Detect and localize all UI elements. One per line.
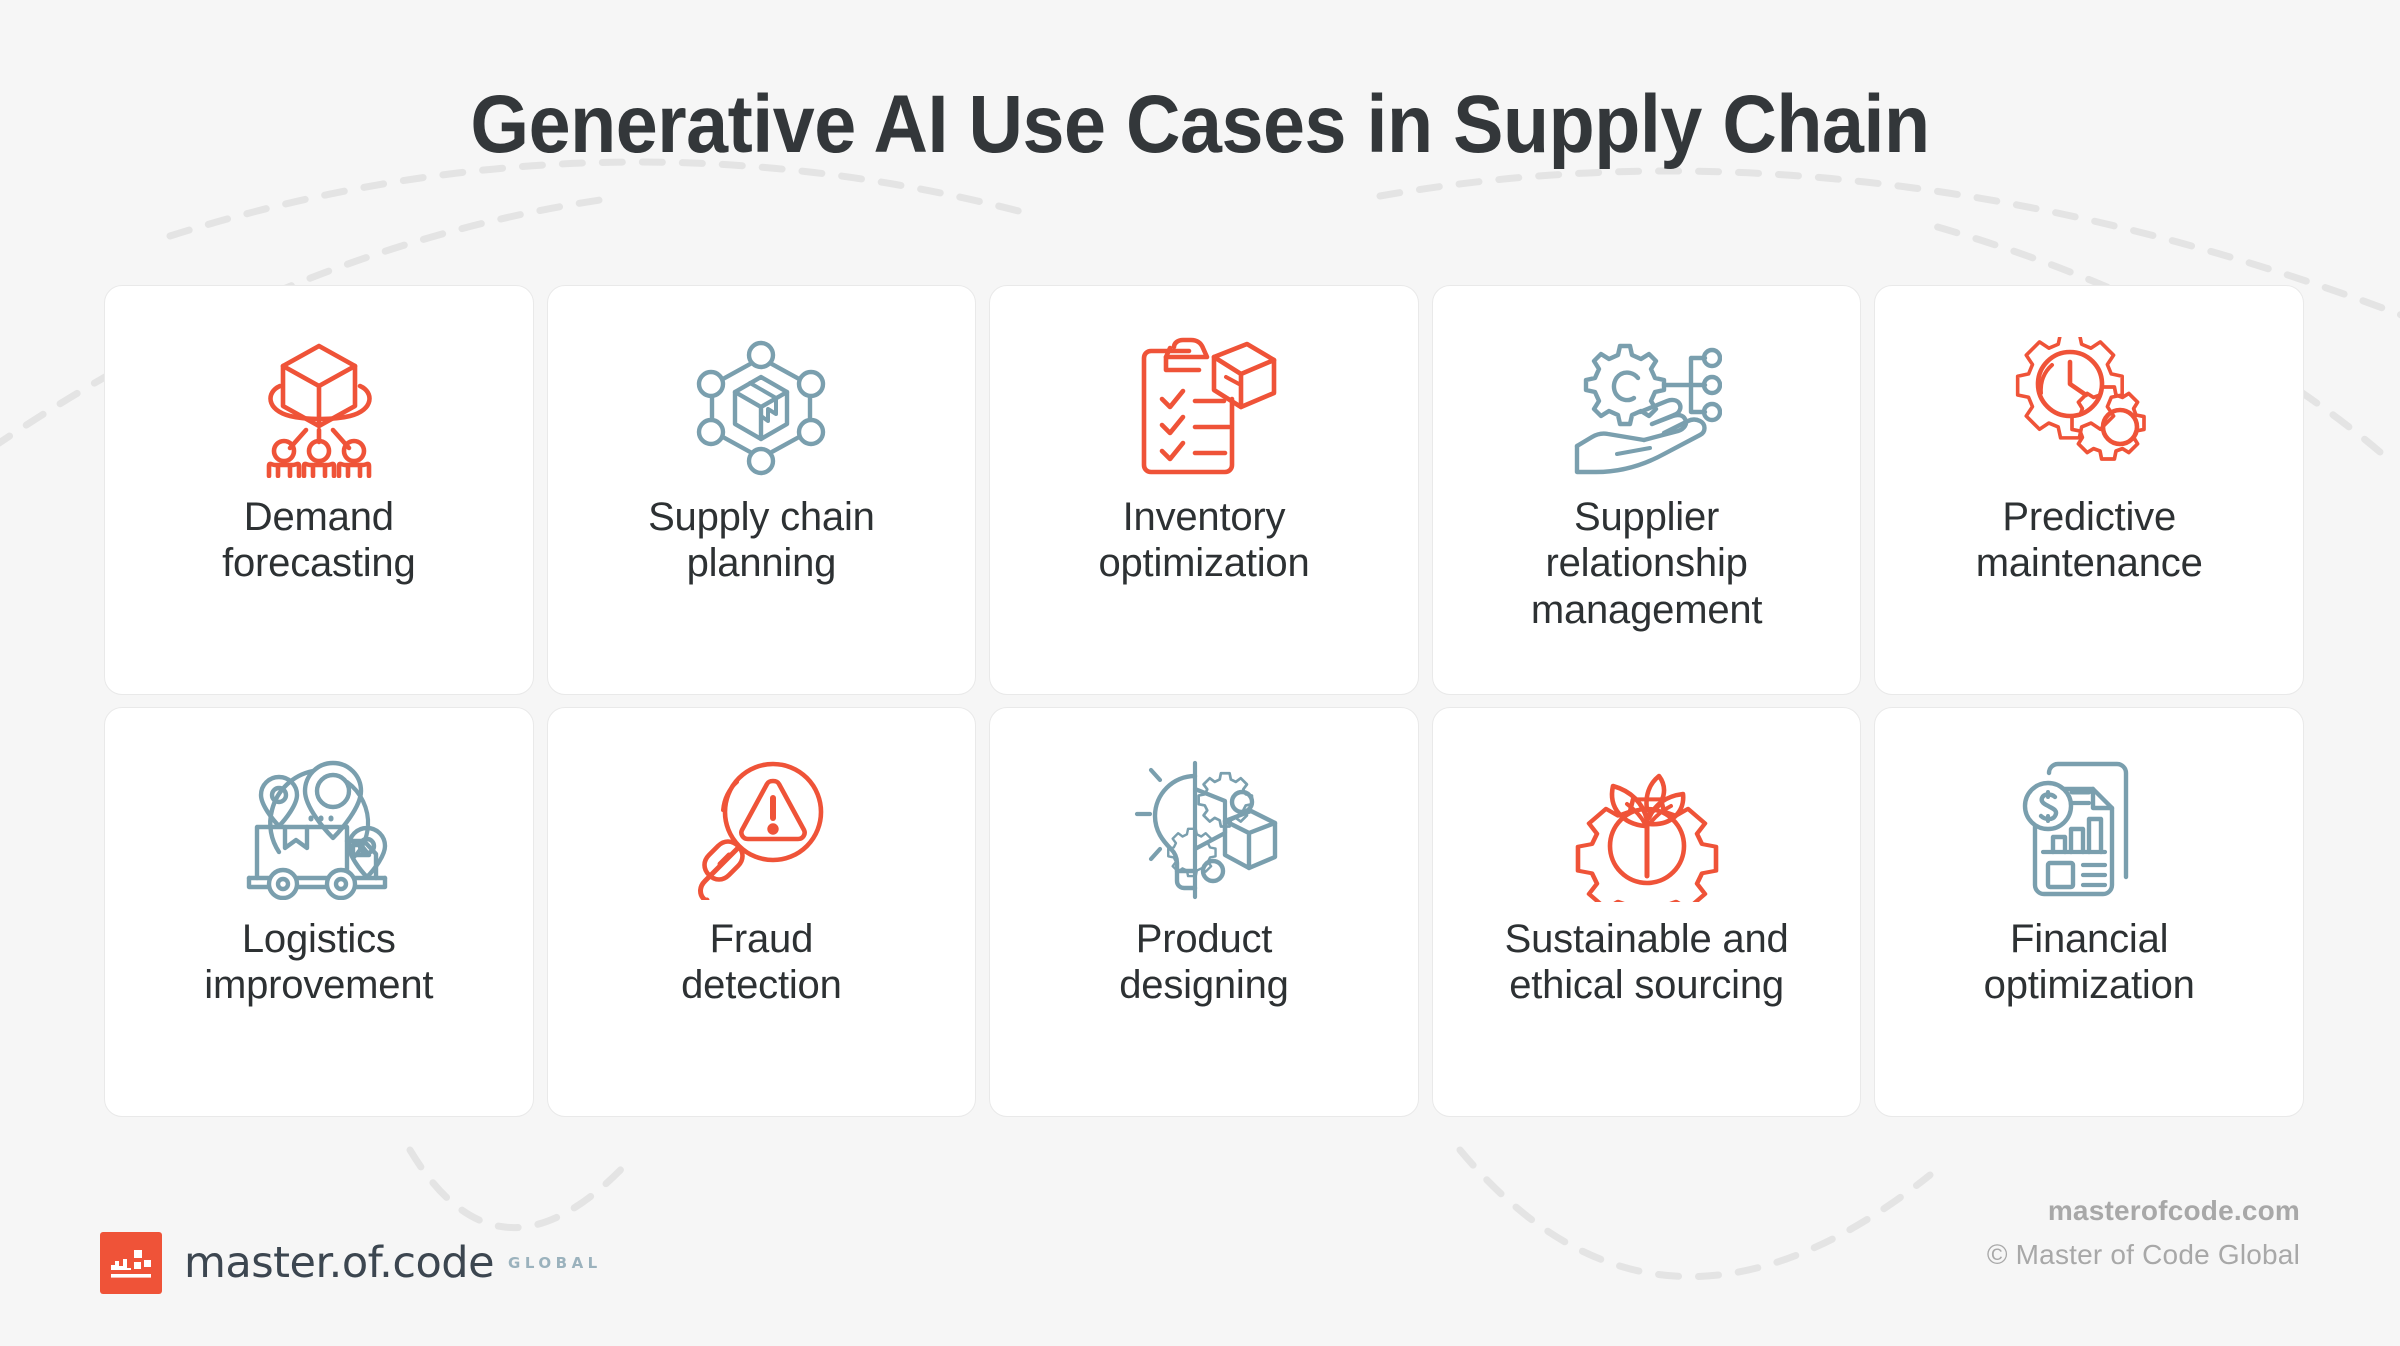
card-label: Supplier relationship management — [1530, 494, 1763, 633]
card-supply-chain-planning[interactable]: Supply chain planning — [546, 285, 977, 695]
card-label: Supply chain planning — [648, 494, 875, 587]
card-label-line: designing — [1119, 963, 1289, 1008]
card-product-designing[interactable]: Product designing — [989, 707, 1419, 1117]
delivery-truck-map-pins-icon — [123, 750, 515, 910]
card-financial-optimization[interactable]: Financial optimization — [1874, 707, 2304, 1117]
gear-plant-sprout-icon — [1451, 750, 1843, 910]
document-chart-dollar-icon — [1893, 750, 2285, 910]
card-label: Product designing — [1119, 916, 1289, 1009]
card-label-line: Financial — [2010, 917, 2169, 961]
card-label-line: Inventory — [1122, 495, 1286, 539]
card-label-line: Demand — [243, 495, 394, 539]
card-label-line: ethical sourcing — [1509, 963, 1784, 1008]
card-inventory-optimization[interactable]: Inventory optimization — [989, 285, 1419, 695]
card-label-line: Sustainable and — [1504, 917, 1789, 961]
clipboard-checklist-box-icon — [1008, 328, 1400, 488]
logo-global-text: GLOBAL — [508, 1254, 602, 1272]
logo-wordmark: master.of.code — [184, 1237, 495, 1288]
hexagon-network-box-icon — [566, 328, 958, 488]
logo-mark-icon — [100, 1232, 162, 1294]
card-label-line: detection — [681, 963, 842, 1008]
card-supplier-relationship-management[interactable]: Supplier relationship management — [1431, 285, 1862, 695]
page-title: Generative AI Use Cases in Supply Chain — [470, 79, 1930, 170]
card-label-line: optimization — [1983, 963, 2195, 1008]
footer-branding: masterofcode.com © Master of Code Global — [1987, 1195, 2300, 1271]
card-label-line: Fraud — [709, 917, 814, 961]
card-label: Logistics improvement — [204, 916, 433, 1009]
deco-arc-bottom-left — [406, 1146, 634, 1231]
card-label: Financial optimization — [1984, 916, 2195, 1009]
footer-website: masterofcode.com — [2047, 1195, 2300, 1226]
card-fraud-detection[interactable]: Fraud detection — [546, 707, 977, 1117]
card-label-line: forecasting — [222, 541, 416, 586]
footer-copyright: © Master of Code Global — [1986, 1239, 2300, 1270]
card-label-line: maintenance — [1975, 541, 2203, 586]
card-sustainable-ethical-sourcing[interactable]: Sustainable and ethical sourcing — [1431, 707, 1862, 1117]
card-label: Sustainable and ethical sourcing — [1505, 916, 1789, 1009]
lightbulb-gears-box-icon — [1008, 750, 1400, 910]
magnifier-warning-icon — [566, 750, 958, 910]
gear-network-hand-icon — [1451, 328, 1843, 488]
card-label: Demand forecasting — [222, 494, 416, 587]
brand-logo: master.of.code GLOBAL — [100, 1232, 602, 1294]
gears-clock-icon — [1893, 328, 2285, 488]
card-label-line: planning — [686, 541, 837, 586]
card-label-line: Supplier — [1574, 495, 1720, 539]
card-logistics-improvement[interactable]: Logistics improvement — [104, 707, 534, 1117]
card-demand-forecasting[interactable]: Demand forecasting — [104, 285, 534, 695]
deco-arc-top-center — [166, 158, 1034, 240]
card-label-line: Logistics — [241, 917, 396, 961]
card-label: Fraud detection — [681, 916, 842, 1009]
card-label-line: optimization — [1098, 541, 1310, 586]
use-case-grid: Demand forecasting Supply chain planning — [104, 285, 2304, 1117]
card-label-line: Product — [1135, 917, 1273, 961]
cube-people-network-icon — [123, 328, 515, 488]
card-predictive-maintenance[interactable]: Predictive maintenance — [1874, 285, 2304, 695]
card-label: Inventory optimization — [1098, 494, 1309, 587]
deco-arc-bottom-right — [1456, 1146, 1934, 1281]
card-label-line: improvement — [204, 963, 434, 1008]
card-label: Predictive maintenance — [1976, 494, 2203, 587]
card-label-line: management — [1530, 587, 1763, 632]
card-label-line: relationship — [1545, 541, 1748, 586]
card-label-line: Predictive — [2002, 495, 2176, 539]
card-label-line: Supply chain — [648, 495, 875, 539]
